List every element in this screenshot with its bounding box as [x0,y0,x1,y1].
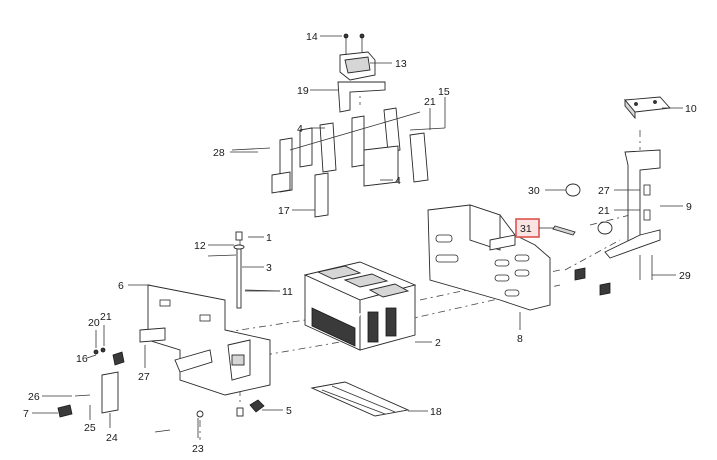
callout-27-right: 27 [598,185,610,197]
callout-4-top: 4 [297,123,303,135]
callout-28: 28 [213,147,225,159]
callout-9: 9 [686,201,692,213]
part-13-clamp [339,33,376,81]
callout-17: 17 [278,205,290,217]
callout-26: 26 [28,391,40,403]
callout-31-highlight-bg [516,219,539,237]
callout-8: 8 [517,333,523,345]
callout-15: 15 [438,86,450,98]
callout-2: 2 [435,337,441,349]
callout-20: 20 [88,317,100,329]
part-10-plate [624,96,671,120]
part-31-strip [552,225,576,236]
callout-6: 6 [118,280,124,292]
callout-10: 10 [685,103,697,115]
part-6-left-bracket [139,284,271,396]
callout-25: 25 [84,422,96,434]
callout-4-bottom: 4 [395,175,401,187]
callout-23: 23 [192,443,204,455]
callout-18: 18 [430,406,442,418]
callout-21-top: 21 [424,96,436,108]
bottom-fasteners [154,399,265,433]
callout-14: 14 [306,31,318,43]
callout-leaders [32,35,683,438]
left-small-parts [57,347,125,418]
callout-27-left: 27 [138,371,150,383]
part-19-bracket [337,81,386,113]
callout-labels: 1 2 3 4 4 5 6 7 8 9 10 11 12 13 14 15 16… [23,31,697,455]
callout-1: 1 [266,232,272,244]
callout-24: 24 [106,432,118,444]
fasteners-right [574,267,611,296]
callout-21-left: 21 [100,311,112,323]
part-9-right-bracket [604,149,661,280]
callout-5: 5 [286,405,292,417]
rods [231,111,446,151]
callout-30: 30 [528,185,540,197]
callout-21-right: 21 [598,205,610,217]
callout-11: 11 [282,286,293,298]
callout-16: 16 [76,353,88,365]
callout-31: 31 [520,223,532,235]
callout-13: 13 [395,58,407,70]
callout-12: 12 [194,240,206,252]
part-4-straps [271,107,429,218]
part-18-mat [310,381,410,417]
callout-19: 19 [297,85,309,97]
part-2-battery: AMARON [303,261,417,351]
callout-7: 7 [23,408,29,420]
part-8-tray-cover [427,204,551,311]
callout-29: 29 [679,270,691,282]
callout-3: 3 [266,262,272,274]
